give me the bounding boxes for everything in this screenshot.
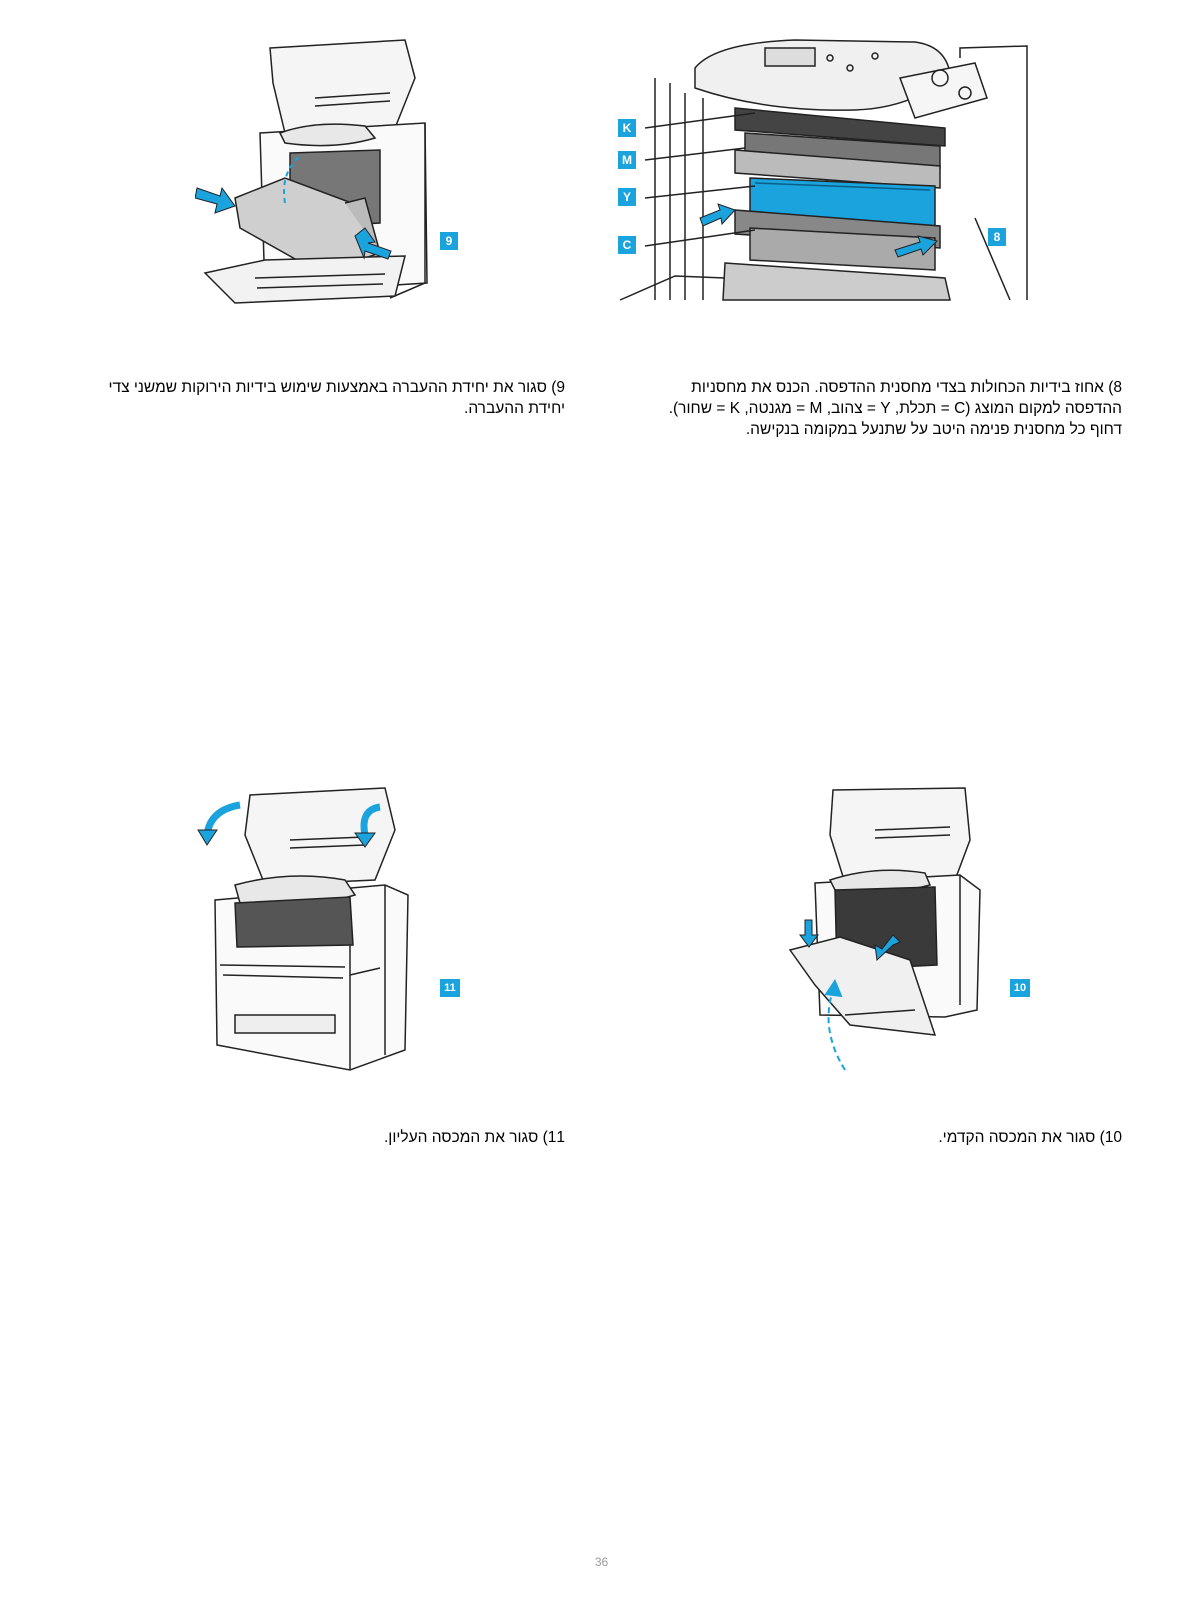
- step-11-caption: 11) סגור את המכסה העליון.: [384, 1129, 565, 1146]
- printer-front-door-image: [788, 787, 981, 1071]
- step-11-illustration: 11: [195, 785, 460, 1075]
- callout-k-label: K: [618, 119, 636, 137]
- step-9-caption: 9) סגור את יחידת ההעברה באמצעות שימוש בי…: [108, 379, 566, 417]
- step-10-caption: 10) סגור את המכסה הקדמי.: [938, 1129, 1122, 1146]
- callout-m-label: M: [618, 151, 636, 169]
- page-number: 36: [594, 1555, 609, 1569]
- step-10-badge: 10: [1010, 979, 1030, 997]
- step-8-caption: 8) אחוז בידיות הכחולות בצדי מחסנית ההדפס…: [668, 379, 1122, 438]
- printer-transfer-unit-image: [195, 39, 428, 304]
- step-9-illustration: 9: [195, 38, 460, 323]
- step-8-illustration: K M Y C 8: [615, 38, 1035, 303]
- step-8-badge: 8: [988, 228, 1006, 246]
- printer-open-cartridges-image: [619, 39, 1028, 301]
- callout-y-label: Y: [618, 188, 636, 206]
- callout-c-label: C: [618, 236, 636, 254]
- step-9-badge: 9: [440, 232, 458, 250]
- step-11-badge: 11: [440, 979, 460, 997]
- printer-top-cover-image: [197, 787, 409, 1071]
- step-10-illustration: 10: [785, 785, 1030, 1075]
